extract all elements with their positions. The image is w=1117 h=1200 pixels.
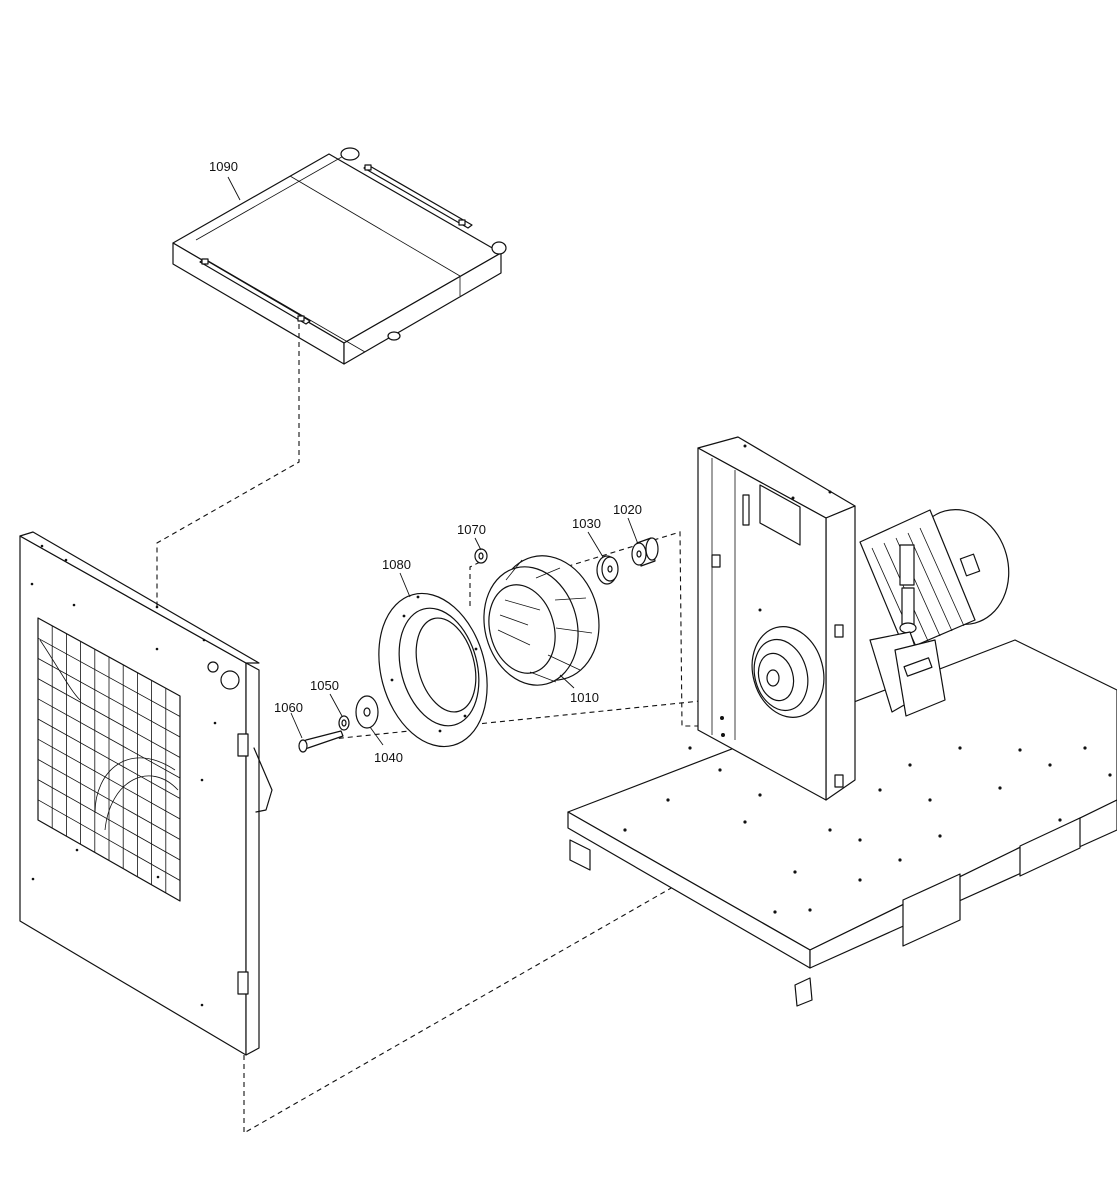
callout-1060: 1060 [274,700,303,715]
callout-1030: 1030 [572,516,601,531]
callout-labels: 1090 1070 1030 1020 1080 1050 1060 1040 … [209,159,642,765]
motor-mounting-plate [697,436,856,801]
callout-1010: 1010 [570,690,599,705]
grid-line-horizontal [37,779,181,861]
callout-1040: 1040 [374,750,403,765]
callout-1090: 1090 [209,159,238,174]
part-1020-bushing [631,537,659,567]
leader-lines [227,176,639,746]
part-1080-inlet-ring [378,592,488,748]
part-1040-washer [355,695,379,729]
part-1050-spring-washer [338,715,350,731]
front-door-panel [19,531,273,1056]
part-1010-impeller [483,555,600,686]
part-1030-spacer [596,555,619,585]
grid-line-horizontal [37,738,181,820]
callout-1050: 1050 [310,678,339,693]
callout-1080: 1080 [382,557,411,572]
callout-1020: 1020 [613,502,642,517]
part-1060-bolt [298,730,344,753]
grid-line-horizontal [37,759,181,840]
grid-line-horizontal [37,799,181,881]
part-1070-nut [474,548,488,564]
part-1090-filter-cassette [172,147,507,365]
callout-1070: 1070 [457,522,486,537]
motor-assembly [859,509,1010,717]
base-frame [567,639,1117,1007]
grid-line-horizontal [37,718,181,799]
